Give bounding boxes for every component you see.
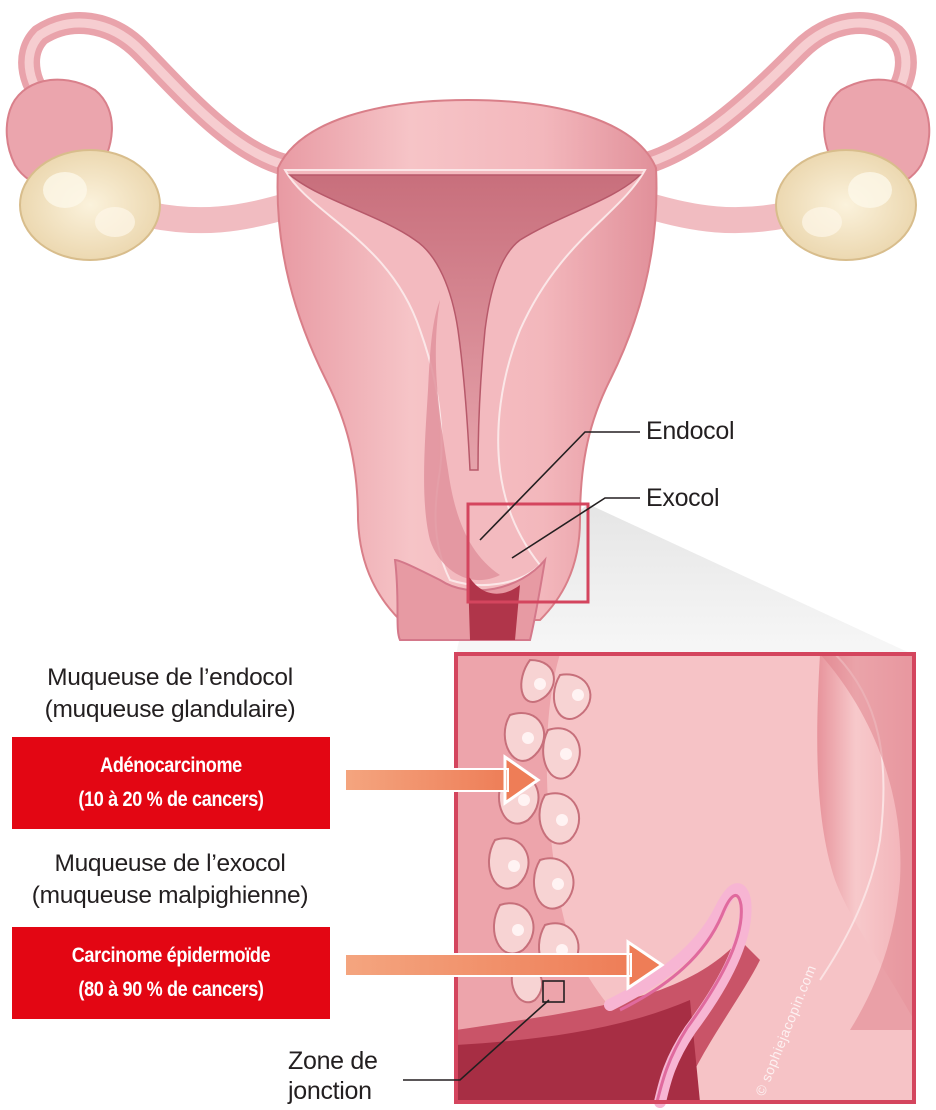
adenocarcinoma-title: Adénocarcinome xyxy=(34,749,307,783)
adenocarcinoma-arrow xyxy=(345,757,538,803)
endocol-label: Endocol xyxy=(646,416,734,446)
endocol-mucosa-caption-line1: Muqueuse de l’endocol xyxy=(0,662,340,694)
squamous-carcinoma-box: Carcinome épidermoïde (80 à 90 % de canc… xyxy=(12,927,330,1019)
squamous-carcinoma-title: Carcinome épidermoïde xyxy=(34,939,307,973)
exocol-mucosa-caption-line2: (muqueuse malpighienne) xyxy=(0,880,340,912)
zoom-panel xyxy=(456,654,914,1102)
endocol-mucosa-caption-line2: (muqueuse glandulaire) xyxy=(0,694,340,726)
junction-zone-label-line1: Zone de xyxy=(288,1046,378,1076)
endocol-mucosa-caption: Muqueuse de l’endocol (muqueuse glandula… xyxy=(0,662,340,726)
right-ovary xyxy=(776,150,916,260)
exocol-mucosa-caption-line1: Muqueuse de l’exocol xyxy=(0,848,340,880)
squamous-carcinoma-percentage: (80 à 90 % de cancers) xyxy=(34,973,307,1007)
exocol-label: Exocol xyxy=(646,483,719,513)
adenocarcinoma-percentage: (10 à 20 % de cancers) xyxy=(34,783,307,817)
exocol-mucosa-caption: Muqueuse de l’exocol (muqueuse malpighie… xyxy=(0,848,340,912)
left-ovary xyxy=(20,150,160,260)
junction-zone-label-line2: jonction xyxy=(288,1076,372,1106)
adenocarcinoma-box: Adénocarcinome (10 à 20 % de cancers) xyxy=(12,737,330,829)
